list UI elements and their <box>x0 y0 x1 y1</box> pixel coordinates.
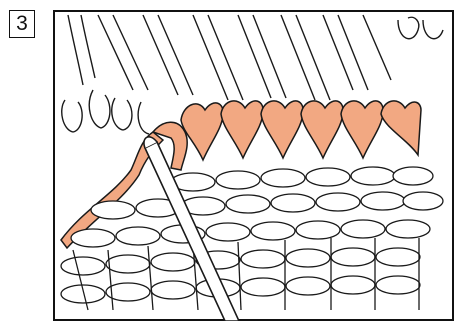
step-number-badge: 3 <box>9 10 35 38</box>
diagram-frame <box>54 11 453 320</box>
step-number: 3 <box>16 12 28 36</box>
knitting-diagram <box>53 10 454 321</box>
